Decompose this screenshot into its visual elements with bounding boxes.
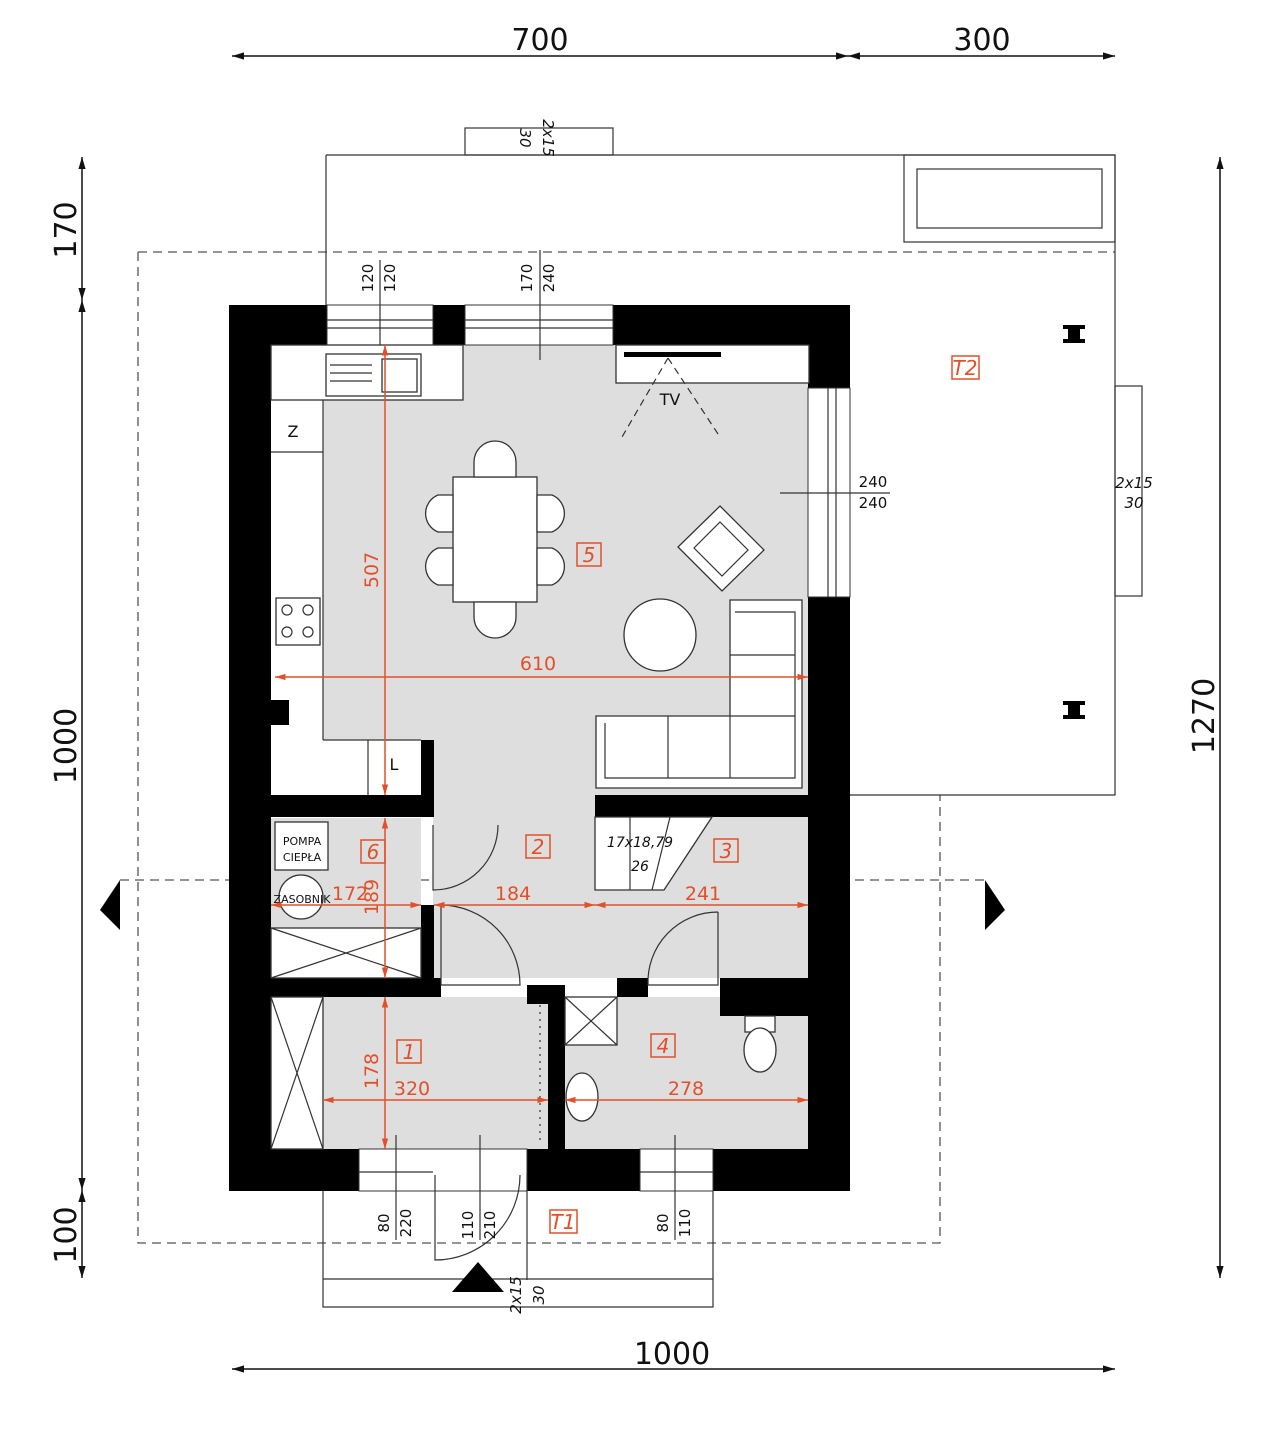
stairs-depth: 26	[631, 859, 649, 875]
dim-r3-w: 241	[685, 883, 721, 905]
section-marker-right	[985, 880, 1005, 930]
dim-right-1270: 1270	[1187, 678, 1222, 754]
roof-outline	[137, 251, 1115, 1244]
fridge-label: Z	[288, 422, 299, 441]
entrance-step	[322, 1190, 714, 1308]
step-top-a: 2x15	[539, 119, 557, 157]
dim-r4-w: 278	[668, 1078, 704, 1100]
opening-w1-b: 120	[381, 264, 399, 293]
svg-text:4: 4	[657, 1034, 670, 1058]
dim-living-w: 610	[520, 653, 556, 675]
terrace-post-1	[1063, 325, 1085, 343]
opening-w2-a: 170	[518, 264, 536, 293]
step-bottom-b: 30	[530, 1285, 548, 1304]
opening-w2-b: 240	[540, 264, 558, 293]
opening-ticks	[379, 250, 890, 1240]
room-1-fittings	[270, 996, 541, 1150]
svg-text:5: 5	[583, 543, 596, 567]
opening-door-a: 110	[459, 1211, 477, 1240]
step-right-a: 2x15	[1115, 474, 1153, 492]
opening-w4-b: 220	[397, 1209, 415, 1238]
terrace-step-right	[1114, 385, 1143, 597]
planter-inner	[916, 168, 1103, 229]
opening-w5-a: 80	[654, 1213, 672, 1232]
dim-left-1000: 1000	[49, 708, 84, 784]
tv-label: TV	[659, 390, 681, 409]
room-label-2: 2	[525, 834, 551, 859]
dim-bottom-1000: 1000	[634, 1337, 710, 1372]
dim-r6-h: 189	[361, 879, 383, 915]
svg-text:2: 2	[532, 835, 545, 859]
kitchen	[270, 344, 464, 795]
dim-r2-w: 184	[495, 883, 531, 905]
opening-door-b: 210	[481, 1211, 499, 1240]
dim-top-700: 700	[511, 23, 568, 58]
dim-top-300: 300	[953, 23, 1010, 58]
room-label-3: 3	[713, 838, 739, 863]
dim-left-100: 100	[49, 1206, 84, 1263]
dining-table	[425, 440, 565, 639]
stairs	[594, 816, 714, 891]
dimension-lines	[78, 52, 1224, 1373]
terrace-post-2	[1063, 701, 1085, 719]
opening-w3-b: 240	[859, 494, 888, 512]
heat-pump-label-2: CIEPŁA	[283, 851, 322, 864]
step-bottom-a: 2x15	[507, 1276, 525, 1314]
armchair	[677, 505, 765, 592]
room-label-1: 1	[396, 1039, 422, 1064]
tank-label: ZASOBNIK	[274, 893, 332, 906]
room-label-6: 6	[360, 839, 386, 864]
planter	[903, 154, 1116, 243]
opening-w3-a: 240	[859, 473, 888, 491]
heat-pump-label-1: POMPA	[283, 835, 322, 848]
stairs-spec: 17x18,79	[607, 835, 673, 851]
svg-text:3: 3	[720, 839, 733, 863]
dim-living-h: 507	[361, 552, 383, 588]
cabinet-label: L	[390, 755, 399, 774]
corner-sofa	[595, 599, 803, 789]
svg-text:T1: T1	[551, 1210, 576, 1234]
coffee-table	[623, 598, 697, 672]
dim-left-170: 170	[49, 201, 84, 258]
dim-r1-w: 320	[394, 1078, 430, 1100]
opening-w1-a: 120	[359, 264, 377, 293]
entrance-arrow	[452, 1262, 504, 1292]
step-top-b: 30	[516, 128, 534, 147]
svg-text:T2: T2	[953, 356, 978, 380]
dim-r6-w: 172	[332, 883, 368, 905]
room-label-t2: T2	[951, 355, 980, 380]
dim-r1-h: 178	[361, 1053, 383, 1089]
walls	[229, 305, 850, 1191]
tv-unit	[615, 344, 810, 438]
step-right-b: 30	[1124, 494, 1143, 512]
opening-w4-a: 80	[375, 1213, 393, 1232]
room-label-5: 5	[576, 542, 602, 567]
svg-text:1: 1	[403, 1040, 416, 1064]
opening-w5-b: 110	[676, 1209, 694, 1238]
room-label-t1: T1	[549, 1209, 578, 1234]
svg-text:6: 6	[367, 840, 380, 864]
section-marker-left	[100, 880, 120, 930]
terrace-step-top	[464, 127, 614, 156]
room-label-4: 4	[650, 1033, 676, 1058]
